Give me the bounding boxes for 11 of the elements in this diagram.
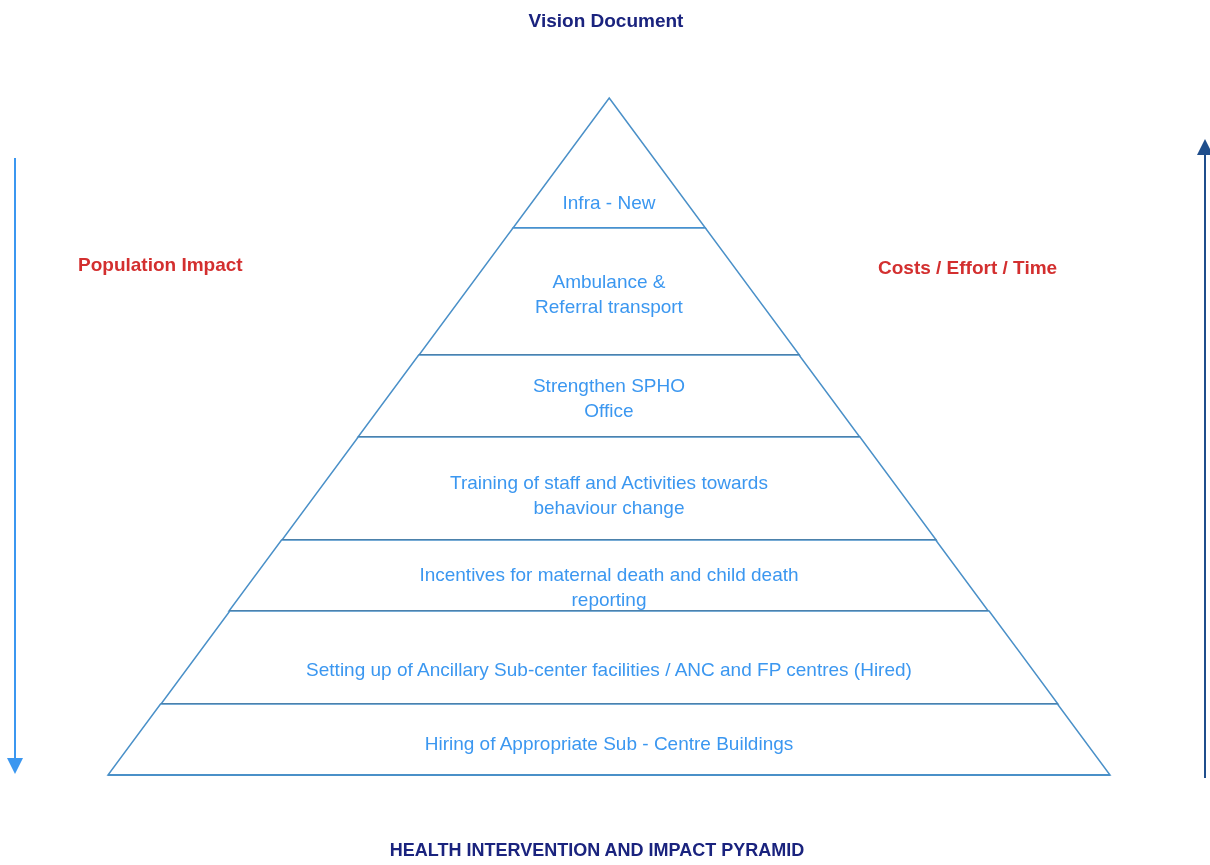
title: Vision Document	[528, 10, 684, 32]
layer-label: Infra - New	[561, 190, 657, 215]
layer-label: Incentives for maternal death and child death reporting	[418, 563, 800, 612]
layer-label: Ambulance & Referral transport	[534, 270, 684, 319]
caption: HEALTH INTERVENTION AND IMPACT PYRAMID	[389, 840, 805, 861]
axis-label: Population Impact	[78, 254, 243, 276]
axis-label: Costs / Effort / Time	[878, 257, 1058, 279]
layer-label: Hiring of Appropriate Sub - Centre Buildings	[423, 731, 795, 756]
layer-label: Strengthen SPHO Office	[531, 374, 687, 423]
layer-label: Training of staff and Activities towards behaviour change	[449, 471, 769, 520]
layer-label: Setting up of Ancillary Sub-center facilities / ANC and FP centres (Hired)	[305, 657, 913, 682]
